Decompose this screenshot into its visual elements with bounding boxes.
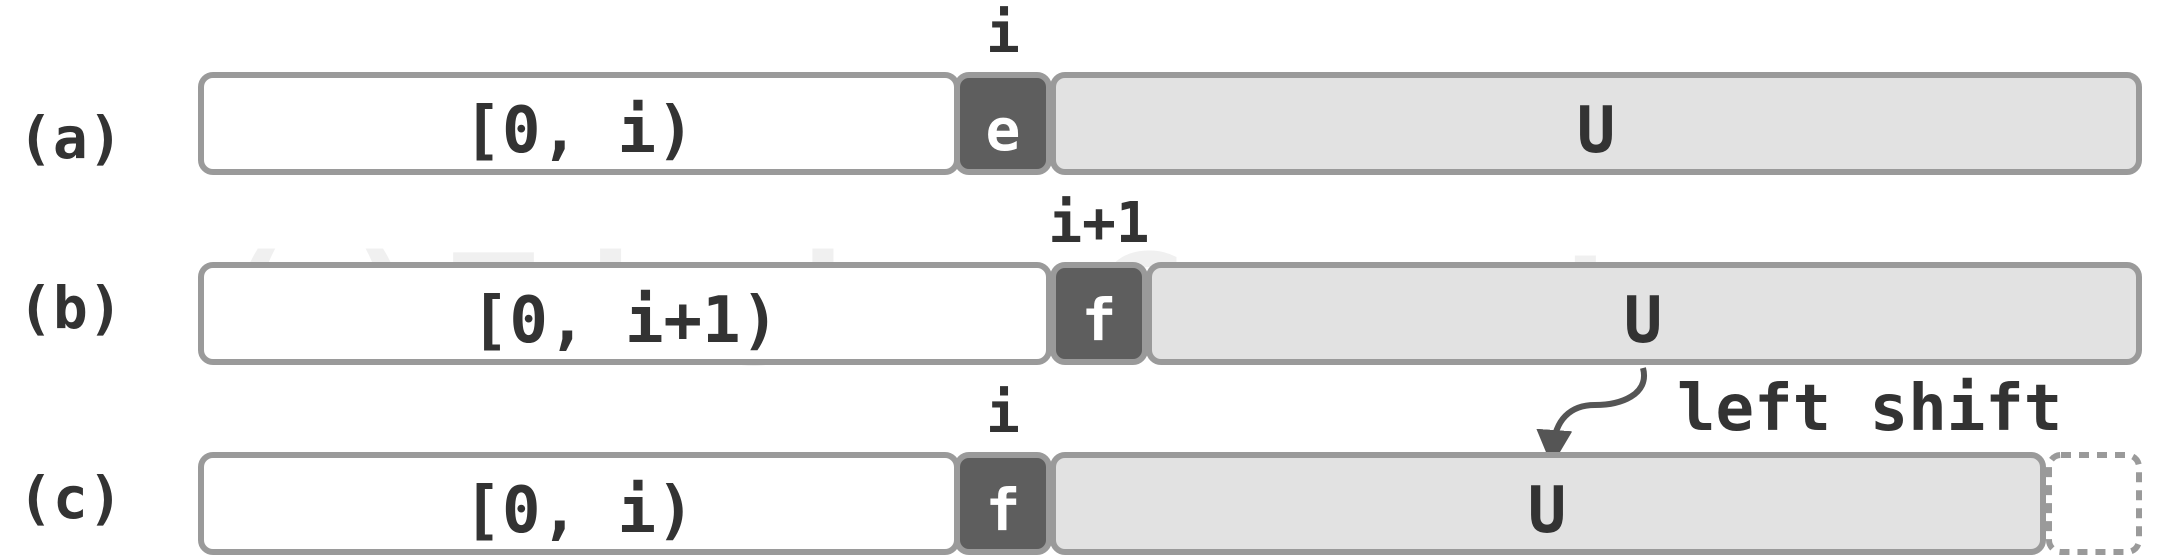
row-b-suffix-label: U (1624, 284, 1663, 358)
row-c-suffix-label: U (1528, 474, 1567, 548)
row-a-prefix-label: [0, i) (463, 94, 694, 168)
left-shift-label: left shift (1677, 372, 2062, 446)
row-a-element-label: e (986, 96, 1021, 164)
left-shift-arrow (1536, 367, 1648, 466)
row-a-index-label: i (986, 1, 1020, 66)
row-c: (c) [0, i) f U i (18, 381, 2142, 555)
row-c-element-label: f (986, 476, 1021, 544)
row-c-suffix-cell (1050, 452, 2046, 555)
row-b-prefix-cell (198, 262, 1052, 365)
row-a-suffix-label: U (1577, 94, 1616, 168)
row-b-tag: (b) (18, 274, 123, 342)
row-b: (b) [0, i+1) f U i+1 (18, 191, 2142, 365)
row-b-suffix-cell (1146, 262, 2142, 365)
row-c-vacated-cell (2046, 452, 2142, 555)
row-a-element-cell (954, 72, 1052, 175)
row-a-suffix-cell (1050, 72, 2142, 175)
row-b-index-label: i+1 (1048, 191, 1149, 256)
row-a: (a) [0, i) e U i (18, 1, 2142, 175)
row-c-element-cell (954, 452, 1052, 555)
row-a-tag: (a) (18, 104, 123, 172)
row-c-tag: (c) (18, 464, 123, 532)
row-c-index-label: i (986, 381, 1020, 446)
row-b-element-label: f (1082, 286, 1117, 354)
row-c-prefix-label: [0, i) (463, 474, 694, 548)
row-b-element-cell (1050, 262, 1148, 365)
row-b-prefix-label: [0, i+1) (471, 284, 779, 358)
